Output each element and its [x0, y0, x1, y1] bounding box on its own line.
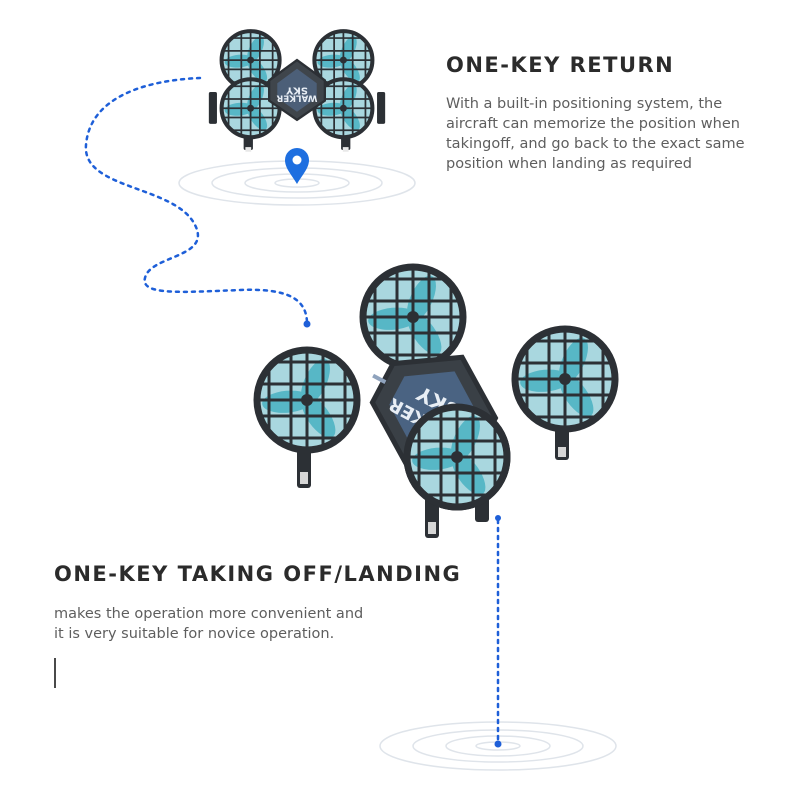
- one-key-takeoff-landing-description: makes the operation more convenient and …: [54, 604, 363, 644]
- one-key-return-line: takingoff, and go back to the exact same: [446, 136, 745, 152]
- location-pin-icon: [285, 148, 309, 184]
- drone-small-brand-line2: WALKER: [276, 92, 317, 102]
- decorative-divider: [54, 658, 56, 688]
- return-flight-path: [84, 76, 309, 324]
- one-key-return-line: position when landing as required: [446, 156, 692, 172]
- one-key-return-line: With a built-in positioning system, the: [446, 96, 723, 112]
- one-key-takeoff-line: it is very suitable for novice operation…: [54, 626, 335, 642]
- drone-large: SKY WALKER: [257, 267, 615, 538]
- one-key-return-line: aircraft can memorize the position when: [446, 116, 740, 132]
- one-key-return-description: With a built-in positioning system, the …: [446, 94, 745, 174]
- path-end-dot: [303, 320, 311, 328]
- one-key-takeoff-line: makes the operation more convenient and: [54, 606, 364, 622]
- one-key-takeoff-landing-heading: ONE-KEY TAKING OFF/LANDING: [54, 562, 462, 586]
- drone-small-brand-line1: SKY: [285, 84, 308, 95]
- one-key-return-heading: ONE-KEY RETURN: [446, 53, 675, 77]
- drone-small: SKY WALKER: [208, 31, 386, 152]
- landing-path-end-dot: [494, 740, 502, 748]
- landing-path-start-dot: [495, 515, 501, 521]
